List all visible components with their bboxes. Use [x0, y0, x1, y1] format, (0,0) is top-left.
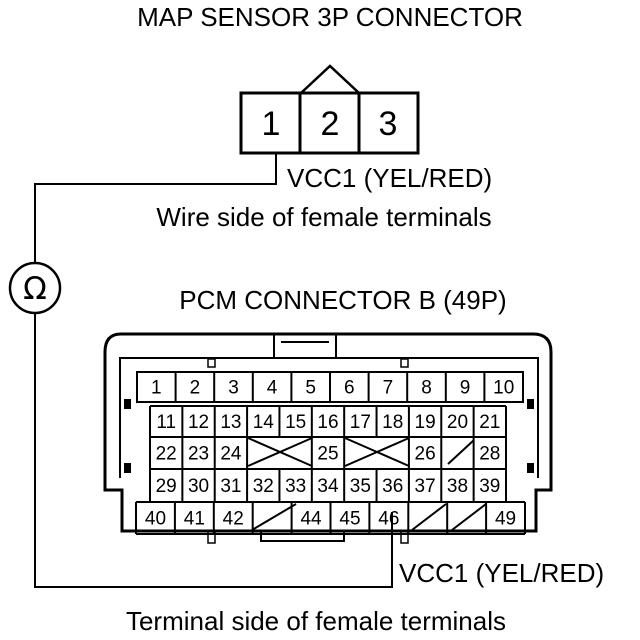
- pcm-pin: 9: [460, 378, 471, 399]
- pcm-pin: 40: [145, 509, 166, 530]
- pcm-pin: 49: [495, 509, 516, 530]
- pcm-pin: 25: [317, 444, 338, 465]
- pcm-pin: 44: [300, 509, 322, 530]
- map-probe-label: VCC1 (YEL/RED): [287, 163, 492, 193]
- pcm-pin: 46: [378, 509, 399, 530]
- pcm-pin: 19: [415, 412, 436, 433]
- pcm-pin: 37: [415, 476, 436, 497]
- pcm-pin: 28: [479, 444, 500, 465]
- pcm-pin: 22: [156, 444, 177, 465]
- pcm-pin: 24: [220, 444, 242, 465]
- pcm-pin: 7: [383, 378, 394, 399]
- test-wire: [34, 153, 393, 588]
- pcm-pin: 10: [493, 378, 514, 399]
- map-connector-title: MAP SENSOR 3P CONNECTOR: [137, 2, 523, 32]
- empty-cavity-marks: [247, 437, 487, 531]
- pcm-pin: 38: [447, 476, 468, 497]
- pcm-pin: 30: [188, 476, 209, 497]
- ohmmeter: Ω: [8, 261, 62, 315]
- pcm-pin: 41: [184, 509, 205, 530]
- pcm-pin: 21: [479, 412, 500, 433]
- ohm-symbol: Ω: [23, 271, 47, 307]
- pcm-pin: 35: [350, 476, 371, 497]
- pcm-pin: 23: [188, 444, 209, 465]
- map-pin-1: 1: [262, 105, 281, 143]
- map-connector-caption: Wire side of female terminals: [156, 202, 491, 232]
- pcm-pin: 17: [350, 412, 371, 433]
- pcm-pin: 2: [190, 378, 201, 399]
- pcm-pin: 16: [317, 412, 338, 433]
- pcm-probe-label: VCC1 (YEL/RED): [399, 558, 604, 588]
- pcm-pin: 12: [188, 412, 209, 433]
- pcm-pin: 34: [317, 476, 339, 497]
- pcm-pin: 31: [220, 476, 241, 497]
- pcm-pin: 36: [382, 476, 403, 497]
- pcm-pin: 20: [447, 412, 468, 433]
- pcm-pin: 15: [285, 412, 306, 433]
- pcm-pin: 5: [305, 378, 316, 399]
- pcm-pin: 39: [479, 476, 500, 497]
- pcm-pin: 33: [285, 476, 306, 497]
- map-pin-2: 2: [321, 105, 340, 143]
- pcm-pin: 8: [421, 378, 432, 399]
- pcm-connector-title: PCM CONNECTOR B (49P): [179, 285, 506, 315]
- pcm-pin: 6: [344, 378, 355, 399]
- pcm-pin: 11: [156, 412, 176, 433]
- pcm-pin: 14: [253, 412, 275, 433]
- pcm-pin: 4: [267, 378, 278, 399]
- pcm-pin: 42: [223, 509, 244, 530]
- pcm-pin: 45: [339, 509, 360, 530]
- pcm-pin: 29: [156, 476, 177, 497]
- pcm-row-1: 1 2 3 4 5 6 7 8 9 10: [136, 371, 524, 403]
- pcm-pin: 26: [415, 444, 436, 465]
- pcm-pin: 1: [151, 378, 162, 399]
- pcm-grid: 11 12 13 14 15 16 17 18 19 20 21 22 23 24 25 26 28 29 30 31…: [135, 405, 526, 535]
- map-pin-3: 3: [379, 105, 398, 143]
- pcm-pin: 18: [382, 412, 403, 433]
- pcm-pin: 13: [220, 412, 241, 433]
- pcm-pin: 32: [253, 476, 274, 497]
- map-connector: 1 2 3: [239, 64, 420, 155]
- pcm-connector-caption: Terminal side of female terminals: [126, 606, 506, 636]
- pcm-pin: 3: [228, 378, 239, 399]
